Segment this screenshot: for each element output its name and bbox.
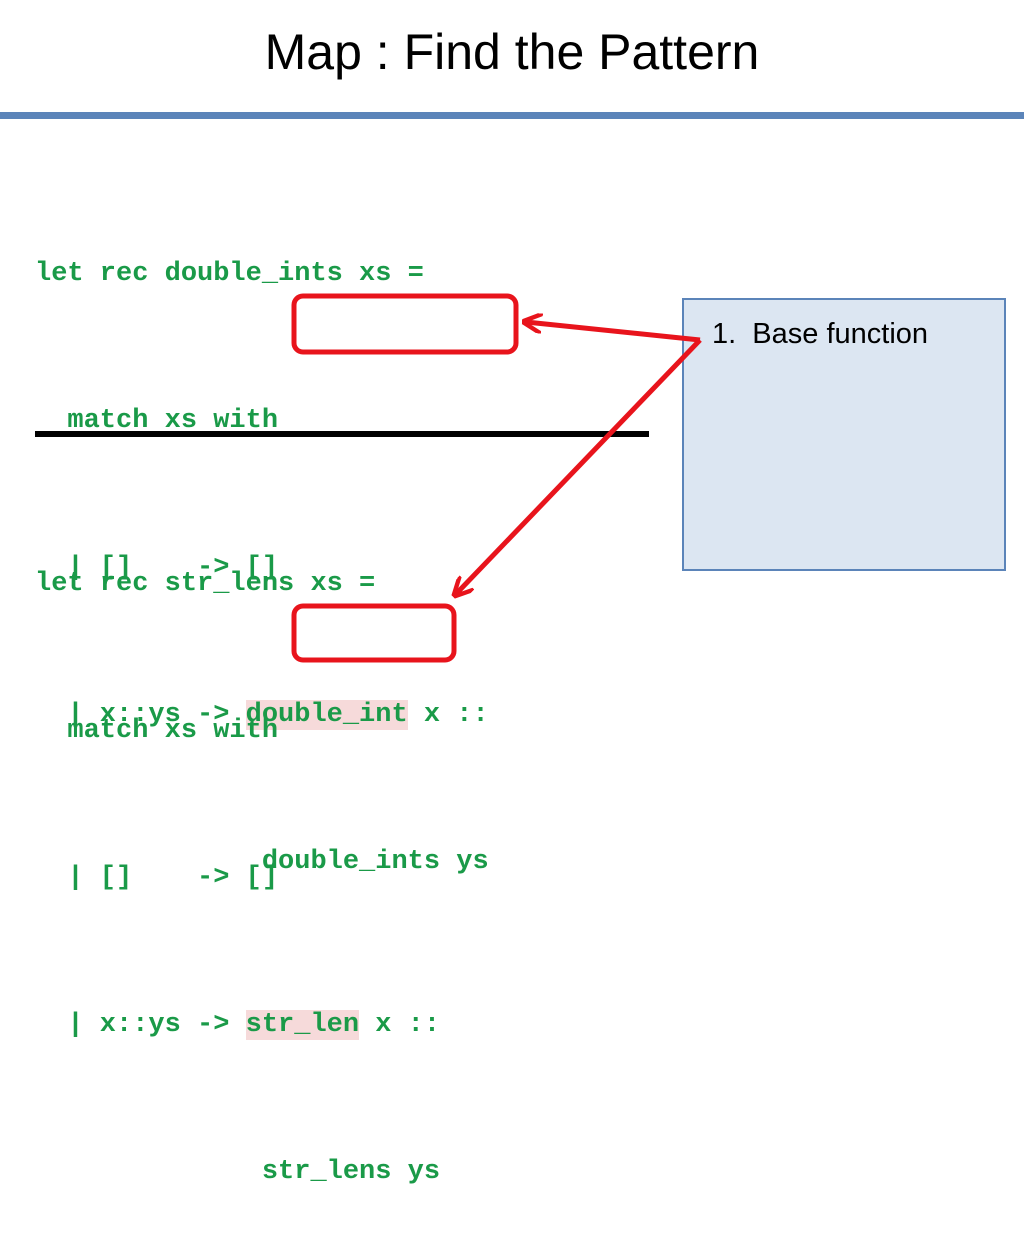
arrow-to-double-int [526, 322, 701, 343]
code-line: let rec double_ints xs = [35, 259, 424, 289]
callout-box: 1. Base function [682, 298, 1006, 571]
code-line: | x::ys -> str_len x :: [35, 1001, 440, 1050]
title-underline [0, 112, 1024, 119]
code-line: str_lens ys [35, 1157, 441, 1187]
code-line: match xs with [35, 716, 279, 746]
code-line: | x::ys -> double_int x :: [35, 691, 489, 740]
code-text: | x::ys -> [35, 700, 246, 730]
code-text: x :: [407, 700, 489, 730]
code-line: | [] -> [] [35, 553, 279, 583]
arrow-to-str-len [456, 338, 702, 594]
section-divider [35, 431, 649, 437]
highlight-box-str-len [291, 603, 457, 663]
slide-title: Map : Find the Pattern [264, 24, 760, 80]
highlighted-base-function: double_int [245, 700, 408, 730]
code-line: let rec str_lens xs = [35, 569, 376, 599]
code-line: | [] -> [] [35, 863, 279, 893]
code-text: | x::ys -> [35, 1010, 246, 1040]
highlighted-base-function: str_len [245, 1010, 360, 1040]
annotation-overlay [291, 293, 702, 663]
callout-item: 1. Base function [712, 318, 929, 350]
code-text: x :: [359, 1010, 441, 1040]
highlight-box-double-int [291, 293, 519, 355]
